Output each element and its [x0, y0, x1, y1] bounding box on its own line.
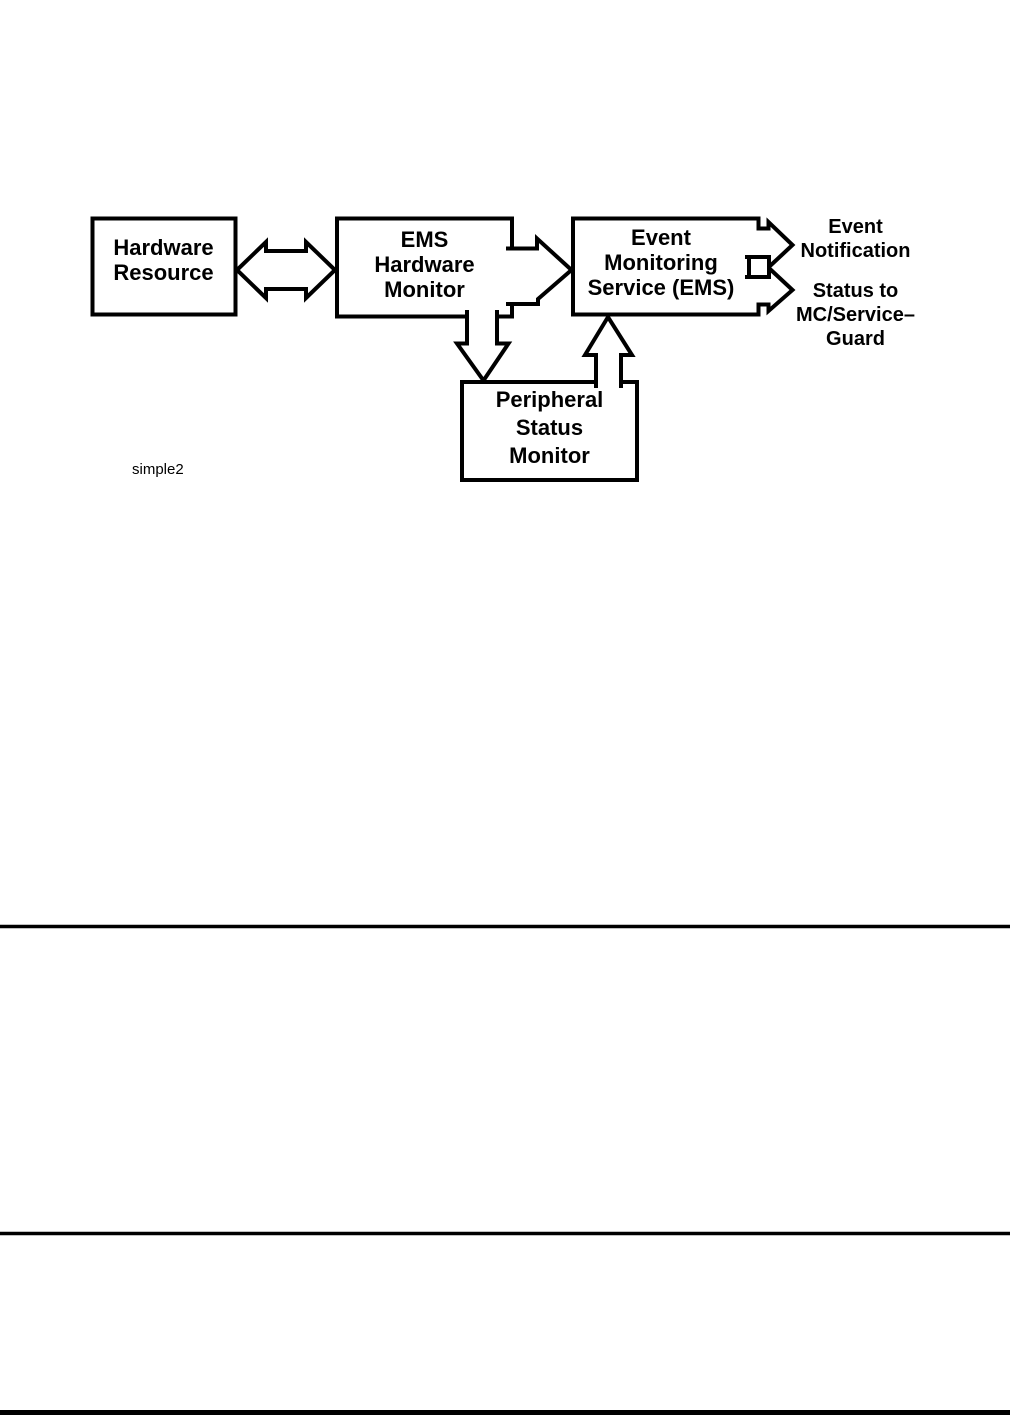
peripheral-to-ems-arrow [581, 313, 636, 388]
ems-to-notification-arrow [745, 216, 796, 272]
peripheral-status-monitor-label: Peripheral Status Monitor [462, 382, 637, 480]
label-line: Status to [812, 280, 899, 302]
label-line: Hardware [374, 252, 475, 277]
hardware-resource-label: Hardware Resource [92, 218, 235, 315]
label-line: Monitor [384, 277, 465, 302]
hardware-resource-box [90, 216, 238, 317]
label-line: Resource [113, 259, 214, 285]
status-to-mc-serviceguard-label: Status to MC/Service– Guard [785, 279, 926, 351]
ems-to-status-arrow [745, 263, 796, 317]
label-line: Monitor [509, 443, 590, 468]
label-line: Peripheral [495, 387, 604, 412]
figure-caption: simple2 [132, 461, 184, 478]
label-line: Monitoring [604, 249, 718, 275]
label-line: Hardware [113, 234, 214, 260]
event-monitoring-service-label: Event Monitoring Service (EMS) [573, 218, 749, 314]
label-line: Guard [826, 328, 885, 350]
monitor-to-peripheral-arrow [453, 310, 513, 385]
event-monitoring-service-box [571, 216, 751, 317]
label-line: Status [515, 415, 584, 440]
label-line: Event [828, 216, 883, 238]
label-line: MC/Service– [796, 304, 915, 326]
label-line: Service (EMS) [587, 274, 735, 300]
bidirectional-arrow [234, 237, 338, 303]
monitor-to-ems-arrow [506, 233, 575, 306]
label-line: Notification [800, 240, 911, 262]
ems-hardware-monitor-label: EMS Hardware Monitor [337, 218, 512, 317]
event-notification-label: Event Notification [785, 216, 926, 262]
label-line: EMS [400, 227, 449, 252]
label-line: Event [631, 224, 691, 250]
peripheral-status-monitor-box [460, 380, 639, 482]
